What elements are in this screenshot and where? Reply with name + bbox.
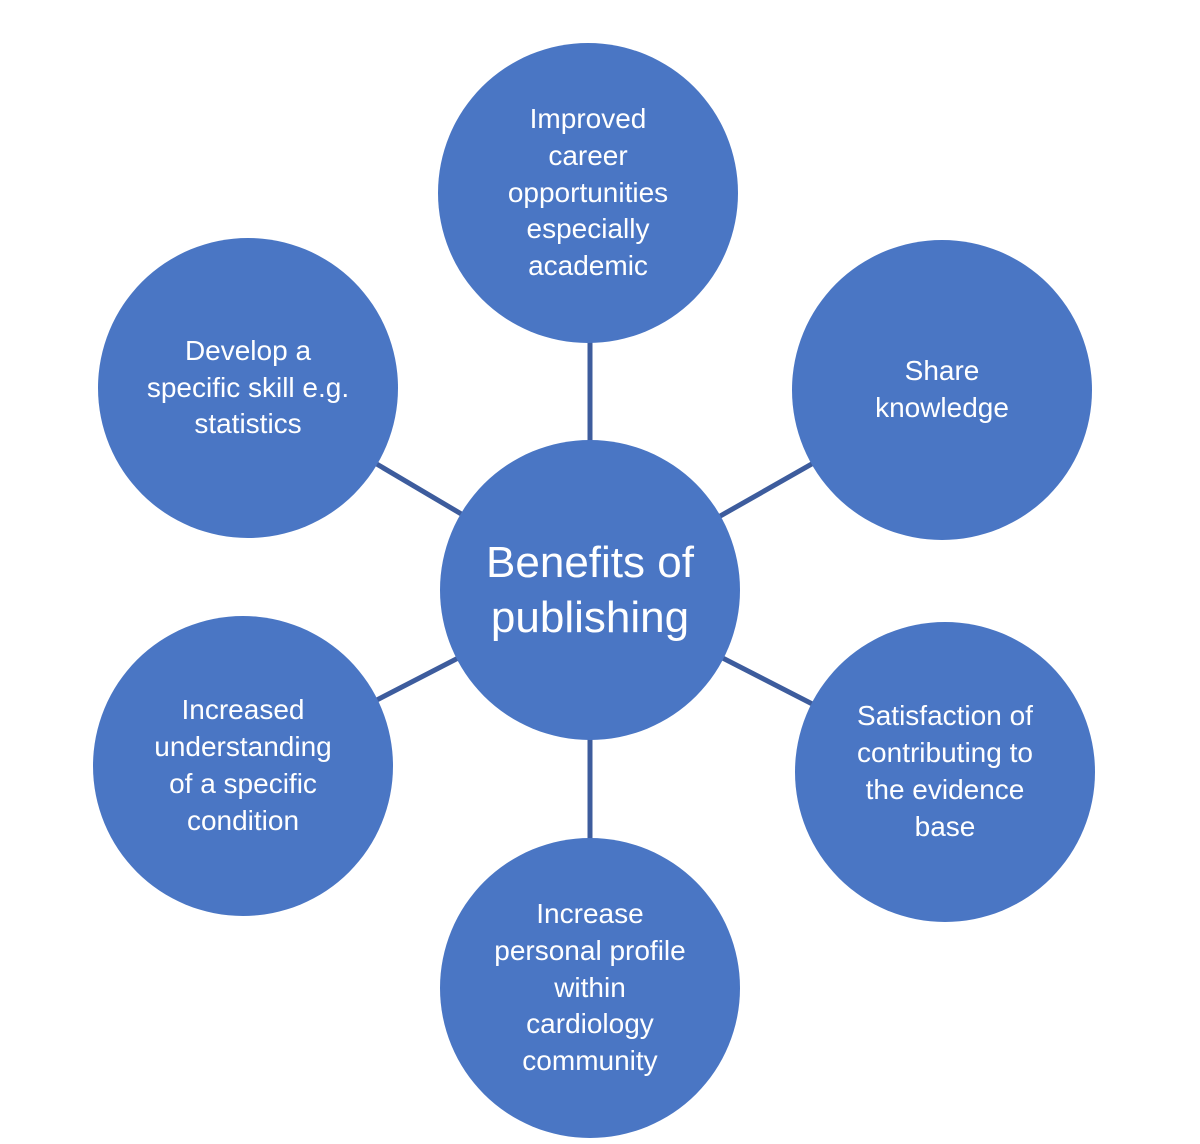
node-bottom-right: Satisfaction of contributing to the evid… bbox=[795, 622, 1095, 922]
node-top-right-label: Share knowledge bbox=[875, 355, 1009, 423]
node-bottom-left: Increased understanding of a specific co… bbox=[93, 616, 393, 916]
node-bottom: Increase personal profile within cardiol… bbox=[440, 838, 740, 1138]
node-bottom-right-label: Satisfaction of contributing to the evid… bbox=[857, 700, 1033, 842]
center-node: Benefits of publishing bbox=[440, 440, 740, 740]
node-top: Improved career opportunities especially… bbox=[438, 43, 738, 343]
center-node-label: Benefits of publishing bbox=[486, 538, 694, 642]
node-top-left-label: Develop a specific skill e.g. statistics bbox=[146, 334, 350, 440]
node-top-left: Develop a specific skill e.g. statistics bbox=[98, 238, 398, 538]
node-bottom-label: Increase personal profile within cardiol… bbox=[494, 897, 686, 1077]
node-top-right: Share knowledge bbox=[792, 240, 1092, 540]
node-top-label: Improved career opportunities especially… bbox=[507, 102, 669, 282]
node-bottom-left-label: Increased understanding of a specific co… bbox=[154, 694, 332, 836]
